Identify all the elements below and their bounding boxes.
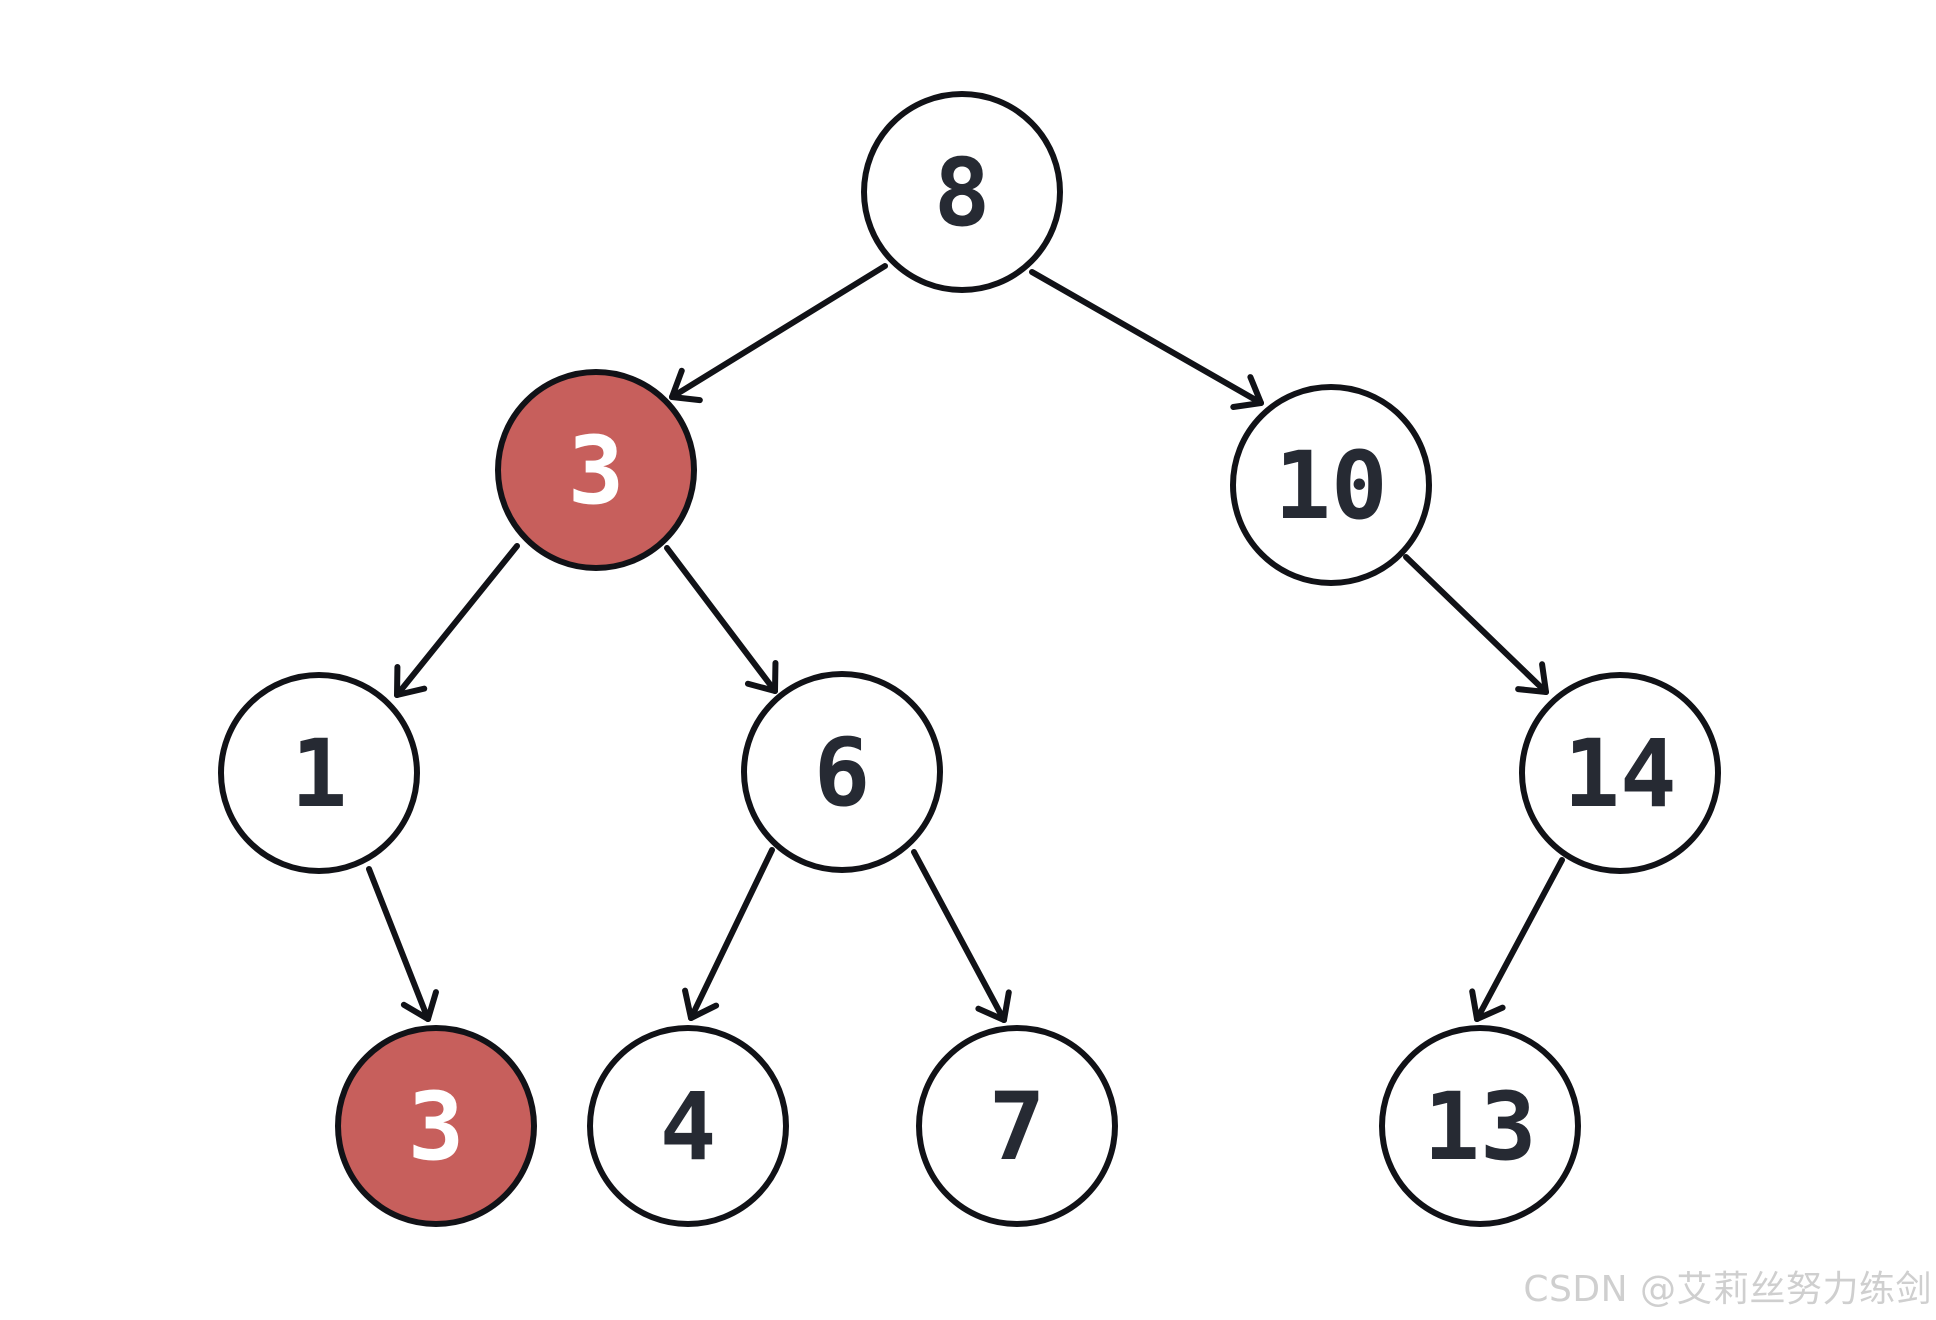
arrowhead-icon <box>1230 400 1264 411</box>
node-circle <box>1519 672 1721 874</box>
node-value: 1 <box>291 720 348 829</box>
node-value: 3 <box>408 1073 465 1182</box>
node-value: 14 <box>1563 720 1676 829</box>
arrowhead-icon <box>1247 374 1264 406</box>
edge-3a-6 <box>664 545 779 694</box>
tree-node-1: 1 <box>218 672 420 874</box>
edge-14-13 <box>1469 857 1565 1022</box>
node-circle <box>916 1025 1118 1227</box>
edge-shaft <box>688 847 775 1021</box>
edge-6-7 <box>911 849 1012 1023</box>
arrowhead-icon <box>744 680 778 694</box>
edge-10-14 <box>1403 554 1549 695</box>
tree-node-3a: 3 <box>495 369 697 571</box>
node-value: 10 <box>1274 432 1387 541</box>
node-value: 7 <box>989 1073 1046 1182</box>
edge-shaft <box>669 263 888 400</box>
node-value: 8 <box>934 139 991 248</box>
tree-node-10: 10 <box>1230 384 1432 586</box>
node-circle <box>861 91 1063 293</box>
edge-shaft <box>1403 554 1549 695</box>
edge-8-3a <box>669 263 888 404</box>
node-value: 13 <box>1423 1073 1536 1182</box>
arrowhead-icon <box>688 1002 720 1021</box>
tree-node-14: 14 <box>1519 672 1721 874</box>
arrowhead-icon <box>425 989 439 1022</box>
arrowhead-icon <box>1469 988 1480 1022</box>
node-circle <box>218 672 420 874</box>
arrowhead-icon <box>682 987 694 1021</box>
edge-6-4 <box>682 847 775 1021</box>
edge-shaft <box>1474 857 1565 1022</box>
edge-8-10 <box>1029 269 1264 411</box>
tree-node-4: 4 <box>587 1025 789 1227</box>
tree-node-3b: 3 <box>335 1025 537 1227</box>
arrowhead-icon <box>669 367 685 400</box>
node-circle-highlighted <box>335 1025 537 1227</box>
arrowhead-icon <box>400 1001 431 1022</box>
arrowhead-icon <box>1001 989 1012 1023</box>
tree-node-13: 13 <box>1379 1025 1581 1227</box>
arrowhead-icon <box>1474 1004 1506 1022</box>
arrowhead-icon <box>1539 661 1549 695</box>
node-circle <box>587 1025 789 1227</box>
edge-1-3b <box>366 866 439 1022</box>
arrowhead-icon <box>975 1005 1007 1023</box>
node-circle <box>1230 384 1432 586</box>
tree-node-7: 7 <box>916 1025 1118 1227</box>
node-value: 3 <box>568 417 625 526</box>
tree-node-6: 6 <box>741 671 943 873</box>
node-value: 6 <box>814 719 871 828</box>
watermark: CSDN @艾莉丝努力练剑 <box>1523 1269 1932 1310</box>
node-value: 4 <box>660 1073 717 1182</box>
tree-node-8: 8 <box>861 91 1063 293</box>
arrowhead-icon <box>1515 686 1549 695</box>
edge-3a-1 <box>394 543 520 698</box>
arrowhead-icon <box>669 394 703 404</box>
edge-shaft <box>911 849 1007 1023</box>
edge-shaft <box>394 543 520 698</box>
arrowhead-icon <box>394 685 428 698</box>
edge-shaft <box>664 545 778 694</box>
edge-shaft <box>366 866 431 1022</box>
node-circle <box>1379 1025 1581 1227</box>
node-circle-highlighted <box>495 369 697 571</box>
node-circle <box>741 671 943 873</box>
edge-shaft <box>1029 269 1264 406</box>
